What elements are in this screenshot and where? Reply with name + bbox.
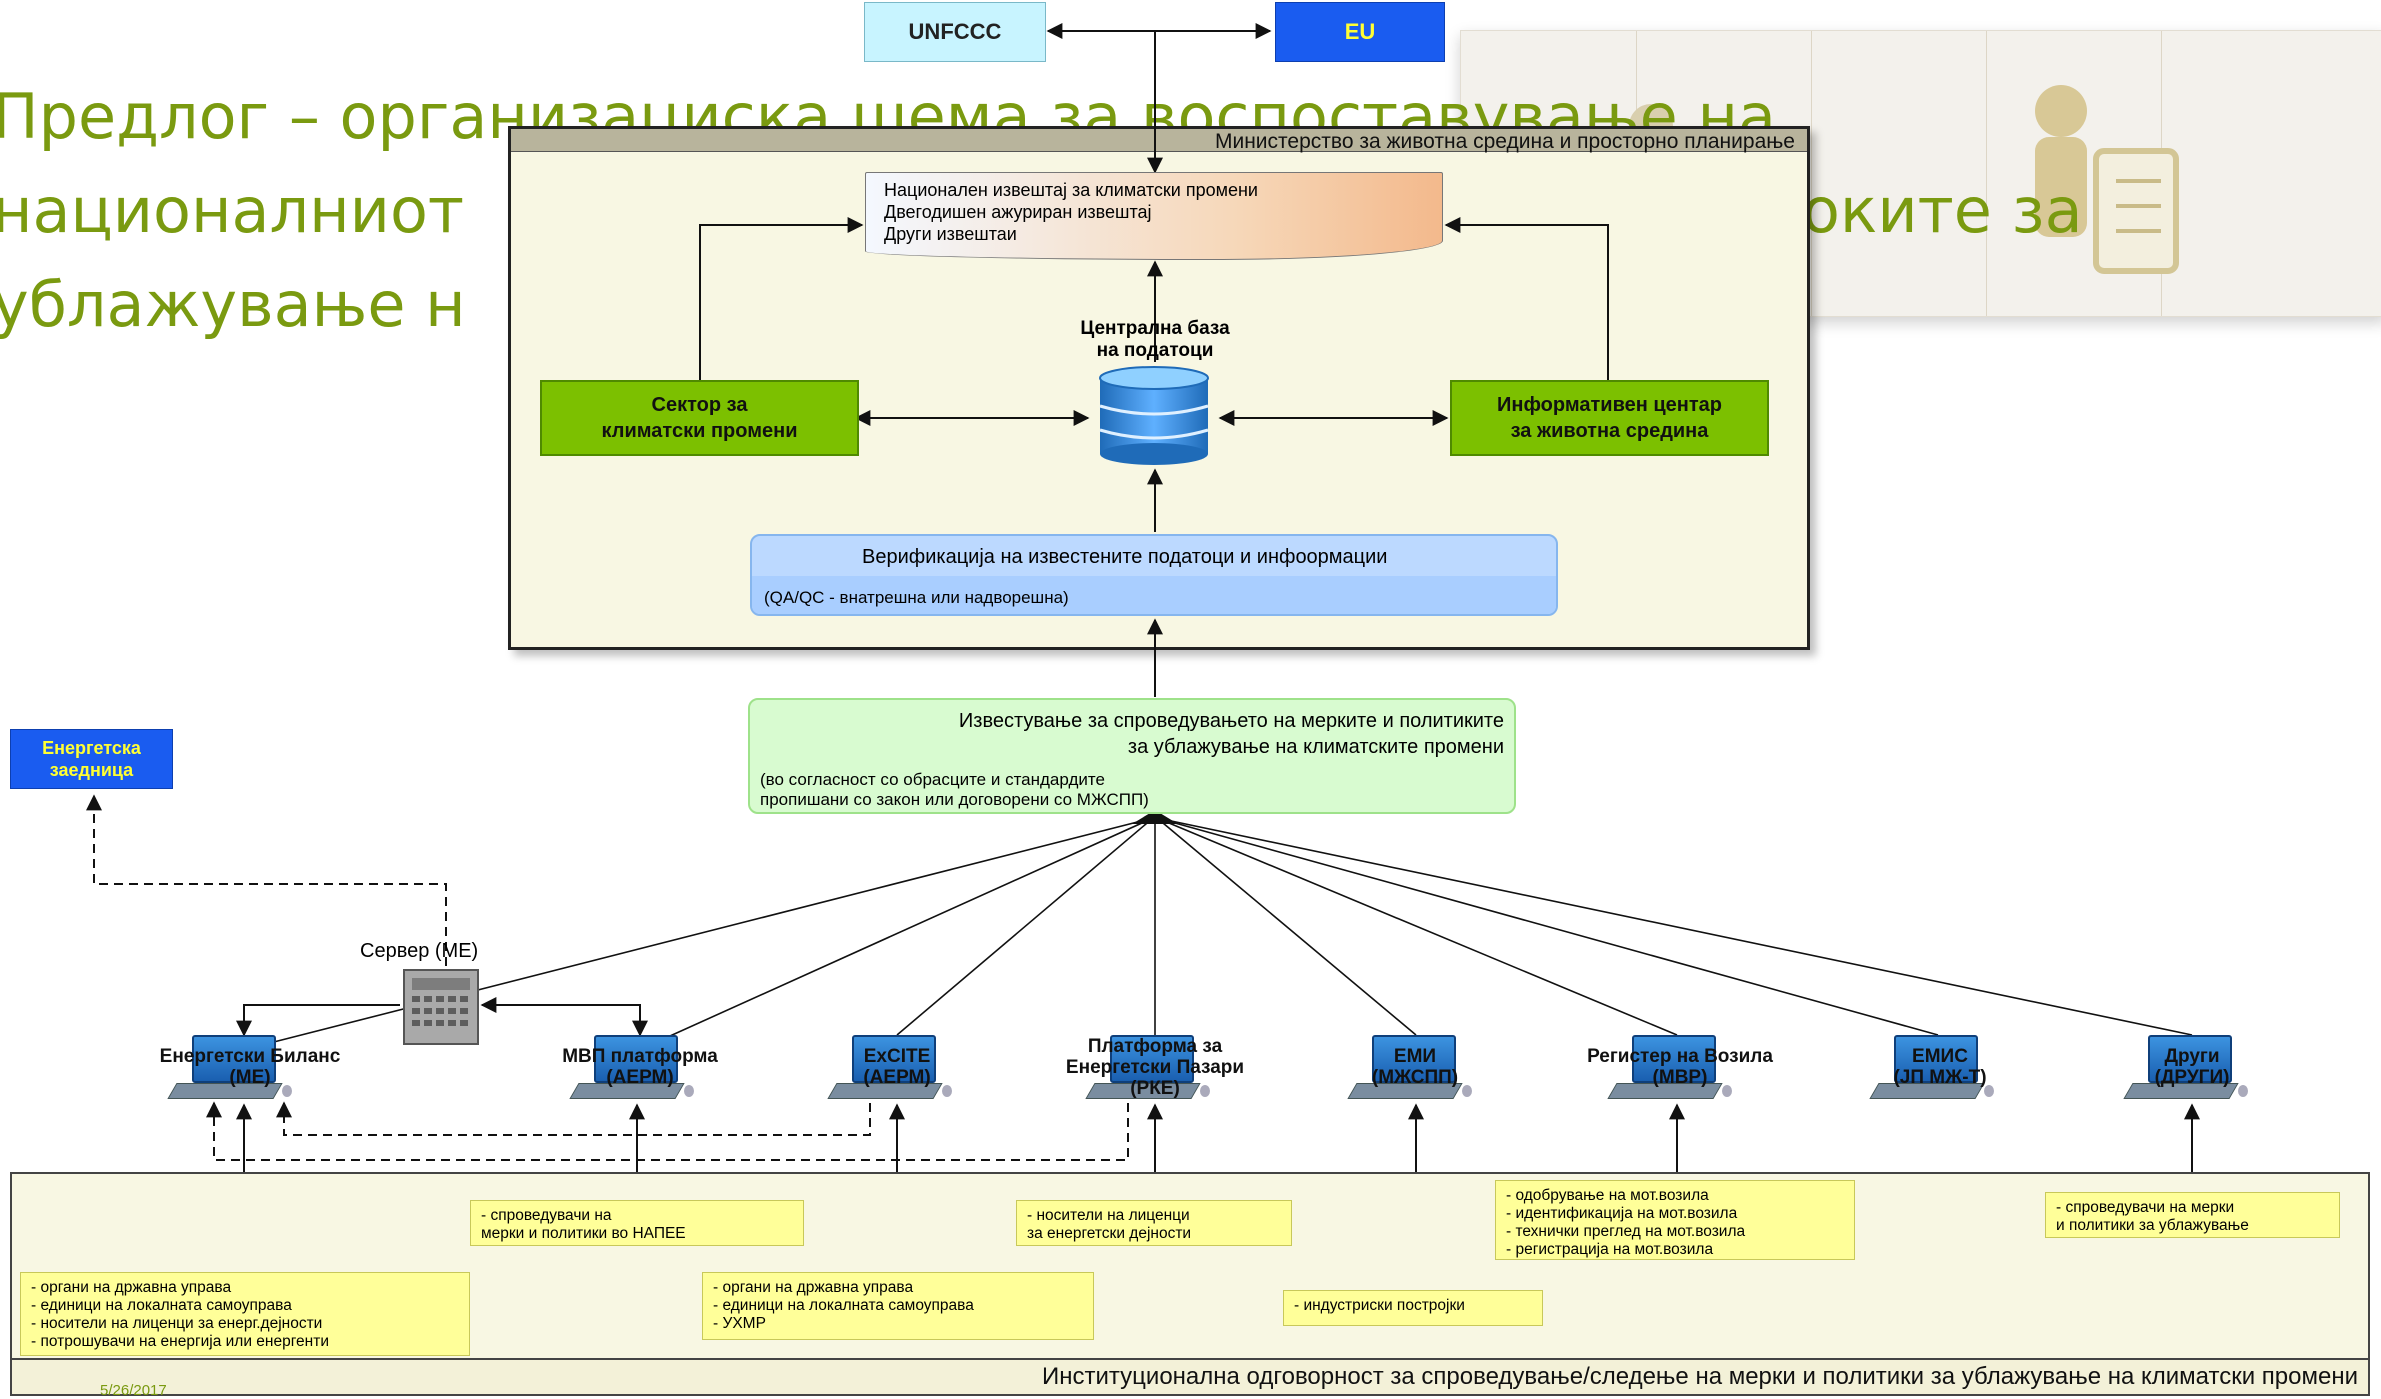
note-excite-bodies: - органи на државна управа - единици на … — [702, 1272, 1094, 1340]
report-line-3: Други извештаи — [884, 224, 1017, 244]
computer-icon — [1607, 1035, 1732, 1105]
unfccc-label: UNFCCC — [908, 19, 1002, 44]
national-report-document: Национален извештај за климатски промени… — [865, 172, 1443, 260]
note-line: - носители на лиценци — [1027, 1207, 1190, 1224]
node-name: Енергетски Биланс — [159, 1046, 341, 1067]
note-mitigation: - спроведувачи на мерки и политики за уб… — [2045, 1192, 2340, 1238]
note-line: - органи на државна управа — [31, 1279, 232, 1296]
verification-title: Верификација на известените податоци и и… — [862, 546, 1388, 568]
energy-community-line-1: Енергетска — [42, 738, 141, 758]
node-label-energy-markets: Платформа за Енергетски Пазари (РКЕ) — [1015, 1036, 1295, 1099]
node-label-vehicle-register: Регистер на Возила (МВР) — [1530, 1046, 1830, 1088]
computer-icon — [1869, 1035, 1994, 1105]
node-sub: (ДРУГИ) — [2154, 1067, 2230, 1088]
node-name: Други — [2164, 1046, 2220, 1067]
eu-box: EU — [1275, 2, 1445, 62]
node-label-others: Други (ДРУГИ) — [2117, 1046, 2267, 1088]
note-line: - технички преглед на мот.возила — [1506, 1223, 1746, 1240]
node-label-emis: ЕМИС (ЈП МЖ-Т) — [1855, 1046, 2025, 1088]
sector-line-2: климатски промени — [601, 420, 798, 442]
node-sub2: (РКЕ) — [1130, 1078, 1180, 1099]
verification-box: Верификација на известените податоци и и… — [750, 534, 1558, 616]
verification-sub: (QA/QC - внатрешна или надворешна) — [764, 588, 1069, 607]
energy-community-box: Енергетска заедница — [10, 729, 173, 789]
node-name: ЕМИС — [1912, 1046, 1968, 1067]
note-line: - идентификација на мот.возила — [1506, 1205, 1738, 1222]
note-line: мерки и политики во НАПЕЕ — [481, 1225, 686, 1242]
info-line-1: Информативен центар — [1496, 394, 1723, 416]
unfccc-box: UNFCCC — [864, 2, 1046, 62]
note-line: - органи на државна управа — [713, 1279, 914, 1296]
node-label-mvp-platform: МВП платформа (АЕРМ) — [510, 1046, 770, 1088]
reporting-box: Известување за спроведувањето на мерките… — [748, 698, 1516, 814]
report-line-2: Двегодишен ажуриран извештај — [884, 202, 1152, 222]
note-line: - регистрација на мот.возила — [1506, 1241, 1714, 1258]
node-name: ExCITE — [863, 1046, 931, 1067]
reporting-sub-line-1: (во согласност со обрасците и стандардит… — [760, 770, 1105, 789]
note-line: - индустриски постројки — [1294, 1297, 1465, 1314]
climate-sector-box: Сектор за климатски промени — [540, 380, 859, 456]
node-label-excite: ExCITE (АЕРМ) — [812, 1046, 982, 1088]
node-label-emi: ЕМИ (МЖСПП) — [1340, 1046, 1490, 1088]
report-line-1: Национален извештај за климатски промени — [884, 180, 1258, 200]
note-line: - УХМР — [713, 1315, 766, 1332]
slide-date: 5/26/2017 — [100, 1382, 167, 1399]
note-line: - одобрување на мот.возила — [1506, 1187, 1709, 1204]
database-label: Централна база на податоци — [1030, 318, 1280, 362]
database-label-line-1: Централна база — [1080, 318, 1230, 339]
note-line: - спроведувачи на мерки — [2056, 1199, 2235, 1216]
title-line-2: националниот — [0, 174, 464, 247]
note-line: - единици на локалната самоуправа — [713, 1297, 974, 1314]
reporting-title-line-1: Известување за спроведувањето на мерките… — [958, 710, 1504, 732]
database-label-line-2: на податоци — [1096, 340, 1214, 361]
node-name: ЕМИ — [1393, 1046, 1437, 1067]
node-name: МВП платформа — [562, 1046, 718, 1067]
server-icon — [403, 969, 479, 1045]
note-vehicles: - одобрување на мот.возила - идентификац… — [1495, 1180, 1855, 1260]
ministry-title-bar: Министерство за животна средина и просто… — [511, 129, 1807, 153]
computer-icon — [569, 1035, 694, 1105]
computer-icon — [827, 1035, 952, 1105]
computer-icon — [1085, 1035, 1210, 1105]
node-sub: (АЕРМ) — [606, 1067, 674, 1088]
note-line: - спроведувачи на — [481, 1207, 612, 1224]
node-sub: (АЕРМ) — [863, 1067, 931, 1088]
sector-line-1: Сектор за — [651, 394, 748, 416]
eu-label: EU — [1344, 19, 1376, 44]
node-label-energy-balance: Енергетски Биланс (МЕ) — [115, 1046, 385, 1088]
node-name: Платформа за — [1087, 1036, 1223, 1057]
note-line: - потрошувачи на енергија или енергенти — [31, 1333, 329, 1350]
database-icon — [1099, 366, 1209, 465]
node-sub: (МЕ) — [229, 1067, 271, 1088]
title-line-3: ублажување н — [0, 268, 466, 341]
computer-icon — [1347, 1035, 1472, 1105]
note-state-bodies: - органи на државна управа - единици на … — [20, 1272, 470, 1356]
server-label: Сервер (МЕ) — [360, 940, 479, 962]
info-line-2: за животна средина — [1510, 420, 1709, 442]
node-name: Регистер на Возила — [1587, 1046, 1773, 1067]
institutional-title: Институционална одговорност за спроведув… — [1042, 1363, 2358, 1390]
note-line: и политики за ублажување — [2056, 1217, 2249, 1234]
energy-community-line-2: заедница — [49, 760, 134, 780]
node-sub: (ЈП МЖ-Т) — [1893, 1067, 1987, 1088]
reporting-title-line-2: за ублажување на климатските промени — [1127, 736, 1504, 758]
note-license-holders: - носители на лиценци за енергетски дејн… — [1016, 1200, 1292, 1246]
node-sub: (МВР) — [1652, 1067, 1708, 1088]
ministry-title: Министерство за животна средина и просто… — [1214, 130, 1795, 153]
institutional-footer-bar: Институционална одговорност за спроведув… — [12, 1358, 2368, 1394]
computer-icon — [2123, 1035, 2248, 1105]
note-line: - носители на лиценци за енерг.дејности — [31, 1315, 323, 1332]
node-sub: Енергетски Пазари — [1065, 1057, 1245, 1078]
title-right-fragment: оките за — [1802, 174, 2083, 247]
note-line: за енергетски дејности — [1027, 1225, 1192, 1242]
node-sub: (МЖСПП) — [1371, 1067, 1459, 1088]
computer-icon — [167, 1035, 292, 1105]
reporting-sub-line-2: пропишани со закон или договорени со МЖС… — [760, 790, 1149, 809]
note-napee: - спроведувачи на мерки и политики во НА… — [470, 1200, 804, 1246]
note-industrial-plants: - индустриски постројки — [1283, 1290, 1543, 1326]
info-center-box: Информативен центар за животна средина — [1450, 380, 1769, 456]
note-line: - единици на локалната самоуправа — [31, 1297, 292, 1314]
